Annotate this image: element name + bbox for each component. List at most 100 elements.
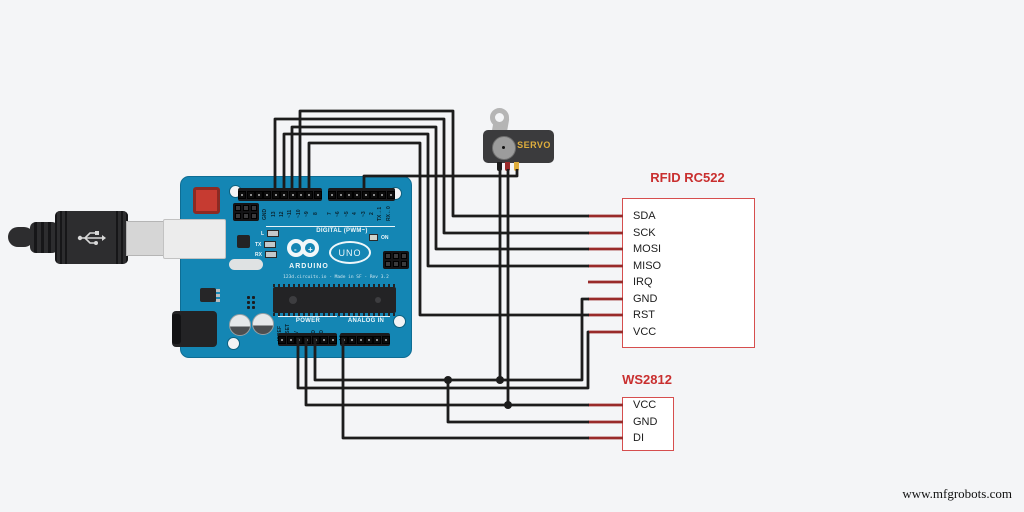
header-pin[interactable]: [361, 190, 370, 199]
power-caption-line: [278, 316, 337, 317]
header-pin[interactable]: [246, 190, 255, 199]
usb-port: [163, 219, 226, 259]
header-pin[interactable]: [295, 335, 304, 344]
module-pin-label: GND: [633, 293, 658, 305]
led-tx: [264, 241, 277, 248]
power-caption: POWER: [295, 318, 321, 324]
led-l: [267, 230, 280, 237]
arduino-wordmark: ARDUINO: [289, 263, 329, 270]
header-pin[interactable]: [336, 190, 345, 199]
component-chip: [237, 235, 250, 248]
usb-ribs-right: [116, 211, 128, 264]
module-pin-label: RST: [633, 309, 655, 321]
module-pin-label: MISO: [633, 260, 662, 272]
usb-cable-end: [8, 227, 34, 247]
power-header[interactable]: [278, 333, 337, 346]
header-pin[interactable]: [356, 335, 365, 344]
header-pin[interactable]: [313, 190, 322, 199]
module-pin-label: SDA: [633, 210, 656, 222]
pin-label: TX→1: [377, 206, 384, 222]
module-pin-label: VCC: [633, 399, 657, 411]
wire-junction: [444, 376, 452, 384]
digital-caption-line: [266, 226, 395, 227]
usb-ribs-left: [55, 211, 67, 264]
capacitor: [229, 314, 251, 336]
icsp-header-left[interactable]: [233, 203, 259, 221]
header-pin[interactable]: [278, 335, 287, 344]
header-pin[interactable]: [344, 190, 353, 199]
servo-label: SERVO: [517, 140, 551, 150]
analog-header[interactable]: [340, 333, 390, 346]
led-tx-label: TX: [255, 241, 262, 248]
header-pin[interactable]: [305, 190, 314, 199]
servo-horn-ring: [490, 108, 509, 127]
wire-gnd-ws2812[interactable]: [446, 380, 589, 424]
header-pin[interactable]: [286, 335, 295, 344]
header-pin[interactable]: [340, 335, 349, 344]
solder-pads: [247, 296, 255, 309]
arduino-logo-icon: - +: [287, 239, 331, 263]
header-pin[interactable]: [255, 190, 264, 199]
module-pin-label: SCK: [633, 227, 656, 239]
header-pin[interactable]: [353, 190, 362, 199]
usb-plug-body: [55, 211, 128, 264]
header-pin[interactable]: [303, 335, 312, 344]
pin-label: GND: [262, 208, 269, 220]
digital-header-right[interactable]: [328, 188, 395, 201]
rfid-rc522-module[interactable]: SDA SCK MOSI MISO IRQ GND RST VCC: [622, 198, 755, 348]
servo-gnd-pin[interactable]: [497, 162, 502, 171]
module-pin-label: GND: [633, 416, 658, 428]
header-pin[interactable]: [386, 190, 395, 199]
capacitor: [252, 313, 274, 335]
analog-caption-line: [340, 316, 390, 317]
header-pin[interactable]: [328, 335, 337, 344]
header-pin[interactable]: [328, 190, 337, 199]
pin-label: RX←0: [385, 206, 392, 222]
header-pin[interactable]: [271, 190, 280, 199]
usb-trident-icon: [77, 231, 106, 245]
header-pin[interactable]: [238, 190, 247, 199]
header-pin[interactable]: [311, 335, 320, 344]
ws2812-module[interactable]: VCC GND DI: [622, 397, 674, 451]
ws2812-title: WS2812: [622, 372, 672, 387]
servo-power-pin[interactable]: [505, 162, 510, 171]
barrel-jack: [172, 311, 217, 347]
header-pin[interactable]: [381, 335, 390, 344]
board-note: 123d.circuits.io - Made in SF - Rev 3.2: [283, 275, 389, 280]
pin-label: 8: [312, 212, 319, 216]
pin-label: 4: [352, 212, 359, 216]
header-pin[interactable]: [365, 335, 374, 344]
wire-junction: [496, 376, 504, 384]
uno-badge: UNO: [329, 241, 371, 264]
mounting-hole: [393, 315, 406, 328]
module-pin-label: IRQ: [633, 276, 653, 288]
header-pin[interactable]: [378, 190, 387, 199]
header-pin[interactable]: [370, 190, 379, 199]
header-pin[interactable]: [320, 335, 329, 344]
servo-motor[interactable]: SERVO: [483, 100, 558, 172]
pin-label: ~9: [304, 211, 311, 217]
header-pin[interactable]: [297, 190, 306, 199]
crystal-oscillator: [229, 259, 263, 270]
module-pin-label: VCC: [633, 326, 657, 338]
header-pin[interactable]: [288, 190, 297, 199]
module-pin-label: MOSI: [633, 243, 662, 255]
led-rx: [264, 251, 277, 258]
digital-header-left[interactable]: [238, 188, 322, 201]
servo-signal-pin[interactable]: [514, 162, 519, 171]
header-pin[interactable]: [348, 335, 357, 344]
led-rx-label: RX: [255, 251, 262, 258]
header-pin[interactable]: [280, 190, 289, 199]
reset-button[interactable]: [193, 187, 220, 214]
icsp-header-right[interactable]: [383, 251, 409, 269]
module-pin-label: DI: [633, 432, 644, 444]
usb-strain-relief: [30, 222, 58, 253]
header-pin[interactable]: [373, 335, 382, 344]
mounting-hole: [227, 337, 240, 350]
header-pin[interactable]: [263, 190, 272, 199]
rfid-title: RFID RC522: [650, 170, 725, 185]
